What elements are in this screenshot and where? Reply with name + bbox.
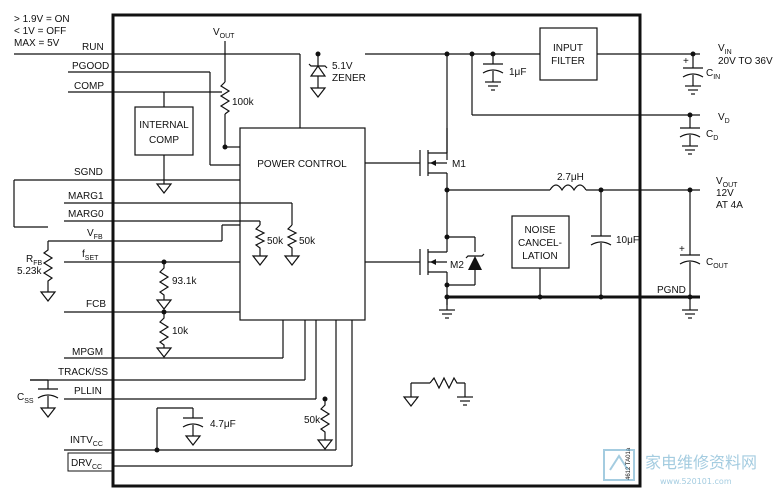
internal-comp-block [134, 106, 194, 156]
pin-run: RUN [82, 42, 104, 53]
r-50k-c-value: 50k [304, 415, 321, 426]
cout-capacitor [679, 260, 701, 265]
css-label: CSS [17, 392, 34, 405]
ground-icon [155, 183, 173, 194]
svg-text:> 1.9V = ON: > 1.9V = ON [14, 14, 70, 25]
vout-voltage: 12V [716, 188, 734, 199]
cd-capacitor [679, 133, 701, 138]
c-10u-capacitor [590, 241, 612, 246]
cout-label: COUT [706, 257, 729, 270]
m2-arrow-icon [430, 259, 436, 265]
r-93k-resistor [158, 262, 170, 300]
drvcc-box [67, 452, 114, 472]
rfb-resistor [42, 241, 54, 292]
ground-icon [283, 255, 301, 266]
ground-icon [39, 407, 57, 418]
r-50k-a-resistor [254, 224, 266, 256]
input-filter-label-2: FILTER [551, 56, 585, 67]
pin-track-ss: TRACK/SS [58, 367, 108, 378]
svg-text:MAX = 5V: MAX = 5V [14, 38, 60, 49]
inductor [549, 184, 587, 192]
run-note: > 1.9V = ON < 1V = OFF MAX = 5V [14, 14, 70, 49]
power-control-block [239, 127, 366, 321]
figure-id: 4612 TA01a [626, 447, 632, 480]
pin-marg1: MARG1 [68, 191, 104, 202]
power-control-label: POWER CONTROL [257, 159, 347, 170]
module-outline [111, 13, 642, 488]
c-1u-capacitor [482, 69, 504, 74]
ground-icon [184, 435, 202, 446]
noise-cancel-label-3: LATION [522, 251, 557, 262]
m1-label: M1 [452, 159, 466, 170]
vout-label: VOUT [716, 176, 738, 189]
zener-diode-icon [309, 64, 327, 77]
rfb-label: RFB [26, 254, 43, 267]
css-capacitor [37, 394, 59, 399]
zener-label-2: ZENER [332, 73, 366, 84]
noise-cancel-label-1: NOISE [524, 225, 555, 236]
watermark-brand: 家电维修资料网 [645, 453, 757, 472]
rfb-value: 5.23k [17, 266, 42, 277]
pin-fcb: FCB [86, 299, 106, 310]
c-4u7-value: 4.7μF [210, 419, 236, 430]
pin-mpgm: MPGM [72, 347, 103, 358]
inductor-value: 2.7μH [557, 172, 584, 183]
r-10k-resistor [158, 312, 170, 348]
r-50k-a-value: 50k [267, 236, 284, 247]
r-100k-resistor [219, 81, 231, 115]
pin-pllin: PLLIN [74, 386, 102, 397]
cd-label: CD [706, 129, 718, 142]
vout-top-label: VOUT [213, 27, 235, 40]
ground-icon [251, 255, 269, 266]
svg-text:< 1V = OFF: < 1V = OFF [14, 26, 66, 37]
cin-label: CIN [706, 68, 720, 81]
r-50k-b-resistor [286, 224, 298, 256]
pin-fset: fSET [82, 249, 99, 262]
internal-comp-label-2: COMP [149, 135, 179, 146]
r-50k-b-value: 50k [299, 236, 316, 247]
watermark-logo: 家电维修资料网 www.520101.com [603, 449, 757, 486]
watermark-url: www.520101.com [660, 477, 732, 486]
ground-icon [402, 396, 420, 407]
r-93k-value: 93.1k [172, 276, 197, 287]
c-1u-value: 1μF [509, 67, 526, 78]
r-10k-value: 10k [172, 326, 189, 337]
pin-marg0: MARG0 [68, 209, 104, 220]
cin-plus: + [683, 56, 689, 67]
pin-vfb: VFB [87, 228, 103, 241]
c-10u-value: 10μF [616, 235, 639, 246]
noise-cancel-label-2: CANCEL- [518, 238, 562, 249]
m2-label: M2 [450, 260, 464, 271]
r-50k-c-resistor [319, 399, 331, 440]
schottky-diode-icon [468, 256, 482, 270]
ground-link-resistor [429, 376, 465, 390]
vin-range: 20V TO 36V [718, 56, 773, 67]
m1-arrow-icon [430, 160, 436, 166]
vout-current: AT 4A [716, 200, 743, 211]
noise-cancel-block [511, 215, 570, 269]
pin-pgood: PGOOD [72, 61, 109, 72]
pin-sgnd: SGND [74, 167, 103, 178]
pin-drvcc: DRVCC [71, 458, 102, 471]
input-filter-label-1: INPUT [553, 43, 583, 54]
pin-comp: COMP [74, 81, 104, 92]
internal-comp-label-1: INTERNAL [139, 120, 189, 131]
ground-icon [155, 347, 173, 358]
ground-icon [155, 299, 173, 310]
input-filter-block [539, 27, 598, 81]
vd-label: VD [718, 112, 730, 125]
cout-plus: + [679, 244, 685, 255]
zener-label-1: 5.1V [332, 61, 353, 72]
pin-intvcc: INTVCC [70, 435, 103, 448]
vin-label: VIN [718, 43, 732, 56]
c-4u7-capacitor [182, 423, 204, 428]
r-100k-value: 100k [232, 97, 255, 108]
ground-icon [39, 291, 57, 302]
ground-icon [316, 439, 334, 450]
ground-icon [309, 87, 327, 98]
pgnd-label: PGND [657, 285, 686, 296]
cin-capacitor [682, 73, 704, 78]
